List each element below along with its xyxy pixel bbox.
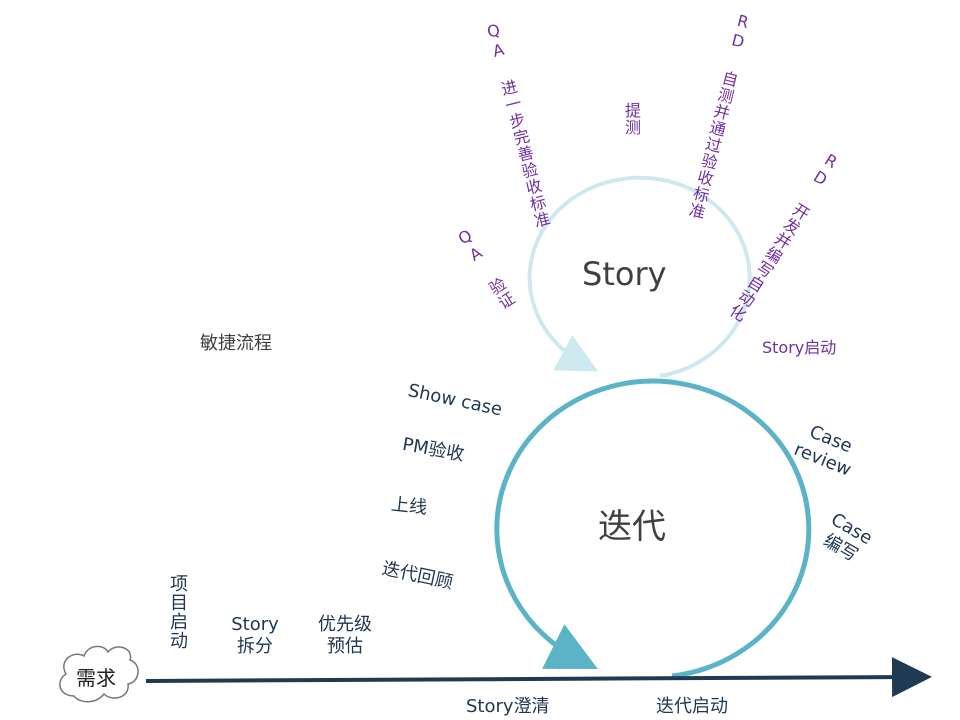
label-iteration-start: 迭代启动 — [656, 696, 728, 717]
label-story-clarify: Story澄清 — [466, 696, 550, 717]
label-story-start: Story启动 — [762, 338, 837, 357]
step-story-split: Story拆分 — [231, 614, 279, 657]
story-cycle-label: Story — [582, 255, 667, 293]
label-submit-test: 提测 — [622, 102, 641, 136]
requirement-label: 需求 — [76, 666, 116, 690]
step-priority-estimate: 优先级预估 — [318, 614, 372, 657]
requirement-cloud — [59, 645, 139, 703]
step-project-start: 项目启动 — [167, 574, 188, 650]
iteration-cycle-arc — [494, 378, 812, 679]
iteration-cycle-label: 迭代 — [598, 507, 666, 547]
story-cycle-arc — [527, 175, 752, 378]
diagram-title: 敏捷流程 — [200, 333, 272, 354]
timeline-arrow — [145, 657, 932, 698]
label-release: 上线 — [390, 494, 429, 519]
